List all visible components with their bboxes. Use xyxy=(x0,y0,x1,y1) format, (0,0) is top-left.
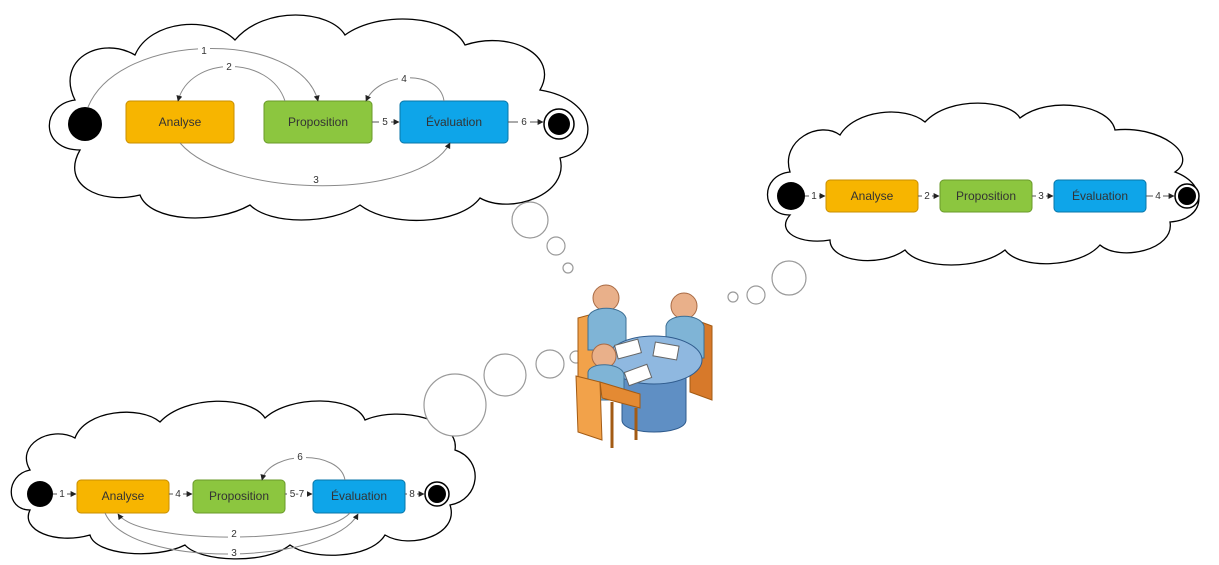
edge-5-label: 5 xyxy=(382,117,388,128)
evaluation-label: Évaluation xyxy=(426,114,482,129)
thought-bubbles-top xyxy=(511,201,574,274)
bubble xyxy=(535,349,565,379)
proposition-label: Proposition xyxy=(288,115,348,129)
proposition-label: Proposition xyxy=(209,489,269,503)
edge-4-label: 4 xyxy=(1155,191,1161,202)
edge-4-label: 4 xyxy=(401,74,407,85)
edge-5-7-label: 5-7 xyxy=(290,489,305,500)
edge-3 xyxy=(179,142,451,187)
edge-8-label: 8 xyxy=(409,489,415,500)
thought-bubbles-right xyxy=(727,260,807,305)
analyse-box[interactable] xyxy=(76,479,170,514)
end-node xyxy=(428,485,446,503)
start-node xyxy=(68,107,102,141)
evaluation-label: Évaluation xyxy=(331,488,387,503)
start-node xyxy=(777,182,805,210)
bubble xyxy=(546,236,566,256)
bubble xyxy=(483,353,527,397)
thought-cloud-top-left: Analyse Proposition Évaluation 1 2 3 4 xyxy=(48,14,589,222)
thought-cloud-right: Analyse Proposition Évaluation 1 2 3 4 xyxy=(767,102,1200,266)
edge-3-label: 3 xyxy=(313,175,319,186)
edge-2-label: 2 xyxy=(924,191,930,202)
start-node xyxy=(27,481,53,507)
edge-2-label: 2 xyxy=(231,529,237,540)
edge-4-label: 4 xyxy=(175,489,181,500)
proposition-box[interactable] xyxy=(192,479,286,514)
bubble xyxy=(771,260,807,296)
bubble xyxy=(562,262,574,274)
bubble xyxy=(511,201,549,239)
proposition-label: Proposition xyxy=(956,189,1016,203)
edge-2-label: 2 xyxy=(226,62,232,73)
end-node xyxy=(1178,187,1196,205)
edge-1-label: 1 xyxy=(59,489,65,500)
thought-cloud-bottom-left: Analyse Proposition Évaluation 1 2 3 4 5… xyxy=(10,400,476,560)
edge-1-label: 1 xyxy=(201,46,207,57)
analyse-label: Analyse xyxy=(159,115,202,129)
bubble xyxy=(746,285,766,305)
evaluation-box[interactable] xyxy=(312,479,406,514)
analyse-label: Analyse xyxy=(851,189,894,203)
analyse-label: Analyse xyxy=(102,489,145,503)
edge-6-label: 6 xyxy=(521,117,527,128)
thought-bubbles-bottom xyxy=(423,349,583,437)
evaluation-label: Évaluation xyxy=(1072,188,1128,203)
bubble xyxy=(727,291,739,303)
people-at-table-icon xyxy=(575,284,713,448)
edge-3-label: 3 xyxy=(1038,191,1044,202)
edge-1-label: 1 xyxy=(811,191,817,202)
bubble xyxy=(423,373,487,437)
end-node xyxy=(548,113,570,135)
edge-3-label: 3 xyxy=(231,548,237,559)
edge-6-label: 6 xyxy=(297,452,303,463)
